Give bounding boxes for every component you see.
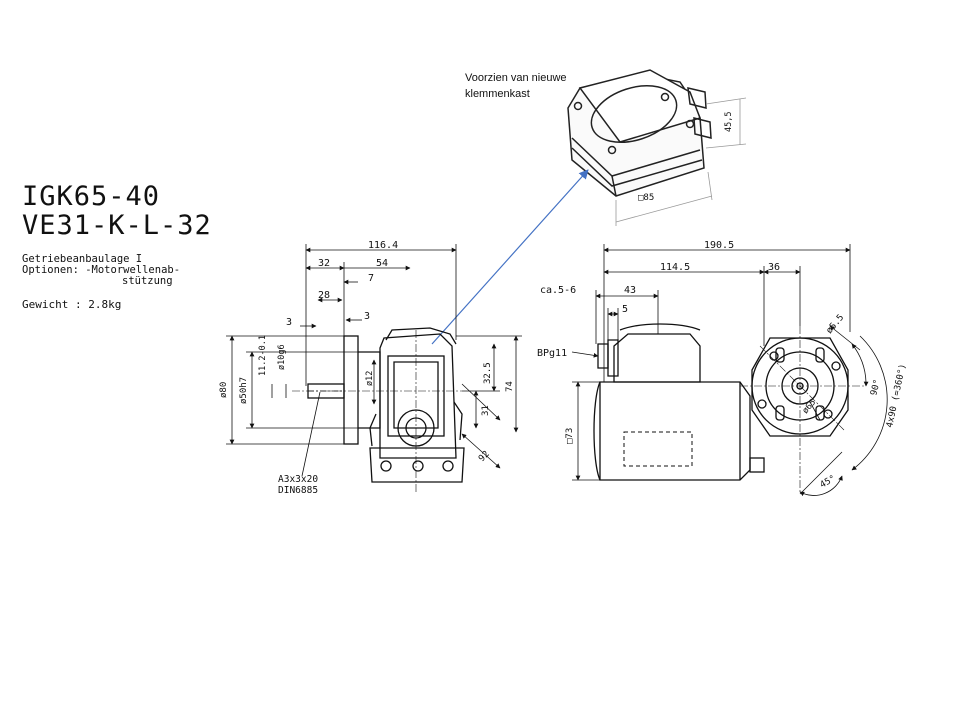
dim-dia-50: ø50h7 <box>239 377 249 404</box>
dim-54: 54 <box>376 258 388 269</box>
options-label-cont: stützung <box>122 275 173 287</box>
dim-dia-12: ø12 <box>365 371 375 386</box>
dim-45-deg: 45° <box>819 474 838 491</box>
drawing-title-variant: VE31-K-L-32 <box>22 210 212 241</box>
dim-dia-10: ø10g6 <box>277 344 287 370</box>
front-view-dimension-lines <box>571 244 888 497</box>
dim-dia-80: ø80 <box>219 382 229 398</box>
dim-11-2: 11.2-0.1 <box>258 335 268 376</box>
dim-overall-length: 116.4 <box>368 240 398 251</box>
dim-190-5: 190.5 <box>704 240 734 251</box>
weight-label: Gewicht : 2.8kg <box>22 298 122 311</box>
key-spec: A3x3x20 <box>278 474 318 485</box>
cable-gland-label: BPg11 <box>537 348 567 359</box>
key-standard: DIN6885 <box>278 485 318 496</box>
terminal-box-dims <box>615 97 747 226</box>
dim-43: 43 <box>624 285 636 296</box>
dim-hole-5-5: ø5.5 <box>825 313 847 336</box>
gear-mounting-label: Getriebeanbaulage I <box>22 253 143 265</box>
dim-3-left: 3 <box>286 317 292 328</box>
drawing-title-model: IGK65-40 <box>22 181 161 212</box>
terminal-box-sketch <box>567 69 712 197</box>
dim-square-73: □73 <box>565 428 575 444</box>
dim-ca-5-6: ca.5-6 <box>540 285 576 296</box>
dim-90-deg: 90° <box>869 378 883 396</box>
pointer-arrow <box>431 169 589 345</box>
dim-92: 92 <box>477 449 492 464</box>
dim-3-right: 3 <box>364 311 370 322</box>
dim-32-5: 32.5 <box>483 362 493 384</box>
terminal-box-height-dim: 45,5 <box>724 112 734 132</box>
dim-7: 7 <box>368 273 374 284</box>
options-label: Optionen: -Motorwellenab- <box>22 264 181 276</box>
side-view-dimension-lines <box>226 244 522 477</box>
dim-36: 36 <box>768 262 780 273</box>
dim-74: 74 <box>505 381 515 392</box>
dim-32: 32 <box>318 258 330 269</box>
dim-114-5: 114.5 <box>660 262 690 273</box>
dim-28: 28 <box>318 290 330 301</box>
terminal-box-size-dim: □85 <box>638 193 654 203</box>
front-view-centerlines <box>740 326 866 494</box>
dim-5: 5 <box>622 304 628 315</box>
side-view-centerlines <box>292 330 462 492</box>
terminal-box-note: Voorzien van nieuwe klemmenkast <box>465 72 567 100</box>
side-view-drawing <box>307 327 465 483</box>
dim-31: 31 <box>481 405 491 416</box>
dim-4x90: 4x90 (=360°) <box>885 363 908 429</box>
